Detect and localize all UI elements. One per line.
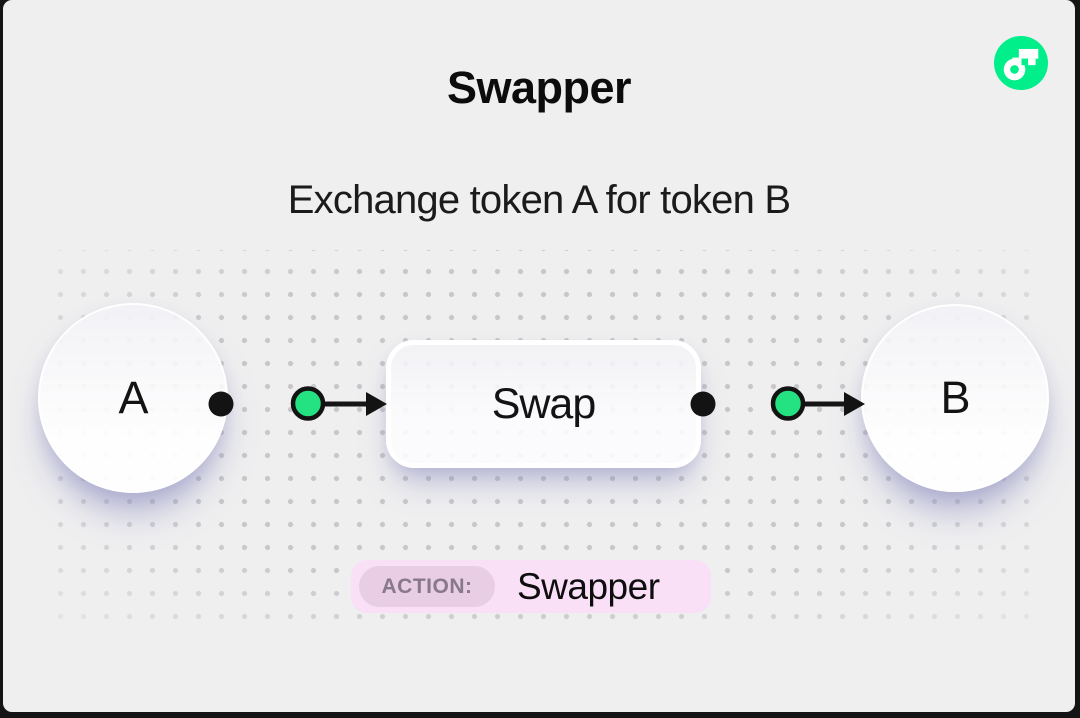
action-badge-label: ACTION: xyxy=(359,566,495,607)
port-dot-icon xyxy=(208,391,234,417)
page-subtitle: Exchange token A for token B xyxy=(287,178,791,222)
arrowhead-icon xyxy=(844,392,865,416)
arrowhead-icon xyxy=(366,392,387,416)
green-port-icon xyxy=(290,386,326,421)
action-badge: ACTION: Swapper xyxy=(351,560,711,613)
page-title: Swapper xyxy=(446,62,632,113)
flow-logo-icon xyxy=(994,36,1048,90)
port-dot-icon xyxy=(690,391,716,417)
swap-node-label: Swap xyxy=(491,379,597,428)
action-badge-value: Swapper xyxy=(517,565,660,607)
token-b-label: B xyxy=(940,372,970,423)
token-b-node: B xyxy=(861,304,1049,492)
token-a-node: A xyxy=(38,303,228,493)
green-port-icon xyxy=(770,386,806,421)
connector-a-to-swap xyxy=(208,386,387,421)
swap-node: Swap xyxy=(386,340,701,468)
canvas: Swapper Exchange token A for token B A S… xyxy=(3,0,1075,712)
connector-swap-to-b xyxy=(690,386,865,421)
token-a-label: A xyxy=(118,372,148,423)
